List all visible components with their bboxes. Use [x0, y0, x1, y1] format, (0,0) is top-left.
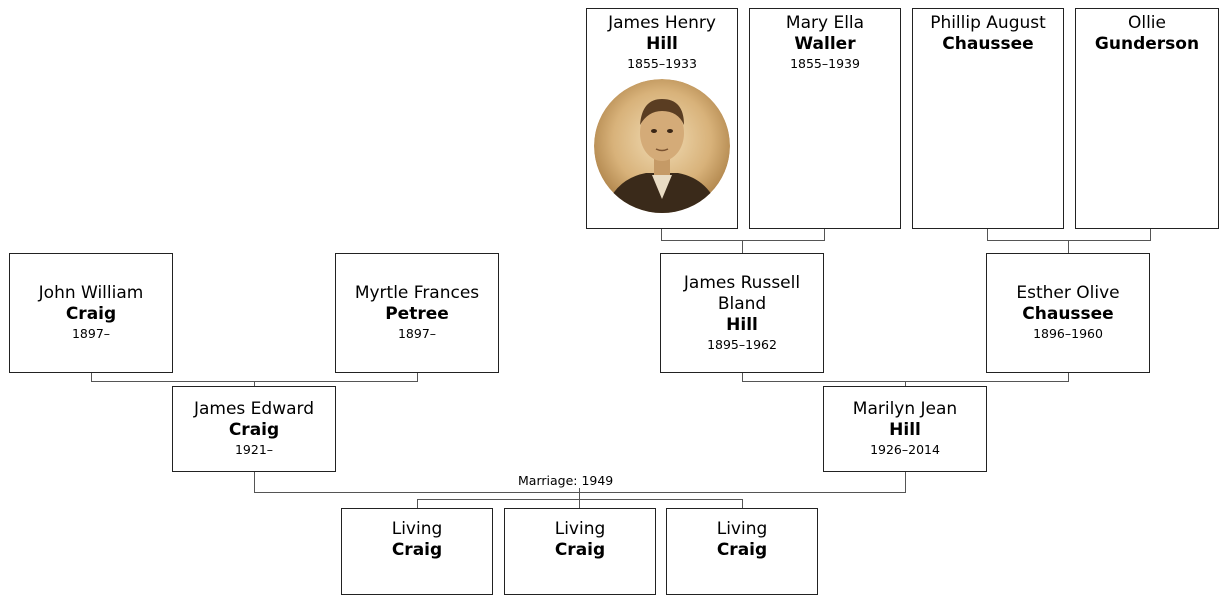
surname: Craig [228, 420, 280, 440]
connector [661, 228, 662, 240]
person-box-child-1[interactable]: Living Craig [341, 508, 493, 595]
connector [91, 372, 92, 381]
given-name: Living [554, 519, 606, 539]
connector [1068, 240, 1069, 253]
person-box-james-edward-craig[interactable]: James Edward Craig 1921– [172, 386, 336, 472]
person-box-ollie-gunderson[interactable]: Ollie Gunderson [1075, 8, 1219, 229]
person-box-mary-ella-waller[interactable]: Mary Ella Waller 1855–1939 [749, 8, 901, 229]
given-name: James Russell [683, 272, 801, 293]
life-dates: 1855–1933 [627, 56, 697, 71]
person-box-myrtle-frances-petree[interactable]: Myrtle Frances Petree 1897– [335, 253, 499, 373]
life-dates: 1895–1962 [707, 336, 777, 352]
marriage-label: Marriage: 1949 [516, 473, 616, 488]
given-name: Marilyn Jean [852, 399, 958, 419]
life-dates: 1921– [234, 442, 274, 457]
surname: Gunderson [1094, 34, 1200, 54]
surname: Chaussee [1022, 304, 1114, 324]
surname: Petree [385, 304, 449, 324]
connector [742, 240, 743, 253]
connector [1068, 372, 1069, 381]
person-box-james-henry-hill[interactable]: James Henry Hill 1855–1933 [586, 8, 738, 229]
connector [254, 381, 255, 386]
person-box-child-3[interactable]: Living Craig [666, 508, 818, 595]
life-dates: 1896–1960 [1033, 326, 1103, 341]
person-box-marilyn-jean-hill[interactable]: Marilyn Jean Hill 1926–2014 [823, 386, 987, 472]
connector [417, 499, 418, 508]
connector [742, 499, 743, 508]
surname: Hill [646, 34, 678, 54]
connector [1150, 228, 1151, 240]
connector [254, 471, 255, 492]
life-dates: 1897– [397, 326, 437, 341]
connector [417, 499, 743, 500]
connector [417, 372, 418, 381]
surname: Waller [794, 34, 856, 54]
connector [254, 492, 906, 493]
surname: Chaussee [942, 34, 1034, 54]
surname: Hill [889, 420, 921, 440]
connector [824, 228, 825, 240]
given-name: Living [716, 519, 768, 539]
connector [661, 240, 825, 241]
surname: Craig [716, 540, 768, 560]
given-name: James Edward [193, 399, 315, 419]
given-name: John William [38, 283, 144, 303]
connector [987, 240, 1151, 241]
connector [905, 471, 906, 492]
surname: Craig [65, 304, 117, 324]
connector [579, 499, 580, 508]
portrait-photo [594, 79, 730, 213]
given-name: Myrtle Frances [354, 283, 480, 303]
connector [579, 484, 580, 499]
given-name: Living [391, 519, 443, 539]
given-name: Ollie [1127, 13, 1166, 33]
middle-name: Bland [717, 293, 767, 314]
person-box-child-2[interactable]: Living Craig [504, 508, 656, 595]
connector [905, 381, 906, 386]
person-box-james-russell-bland-hill[interactable]: James Russell Bland Hill 1895–1962 [660, 253, 824, 373]
person-box-esther-olive-chaussee[interactable]: Esther Olive Chaussee 1896–1960 [986, 253, 1150, 373]
surname: Craig [391, 540, 443, 560]
given-name: Mary Ella [785, 13, 865, 33]
person-box-phillip-august-chaussee[interactable]: Phillip August Chaussee [912, 8, 1064, 229]
connector [987, 228, 988, 240]
surname: Hill [726, 314, 758, 335]
life-dates: 1855–1939 [790, 56, 860, 71]
given-name: James Henry [608, 13, 716, 33]
given-name: Esther Olive [1016, 283, 1120, 303]
person-box-john-william-craig[interactable]: John William Craig 1897– [9, 253, 173, 373]
connector [742, 372, 743, 381]
surname: Craig [554, 540, 606, 560]
life-dates: 1897– [71, 326, 111, 341]
given-name: Phillip August [930, 13, 1046, 33]
life-dates: 1926–2014 [870, 442, 940, 457]
